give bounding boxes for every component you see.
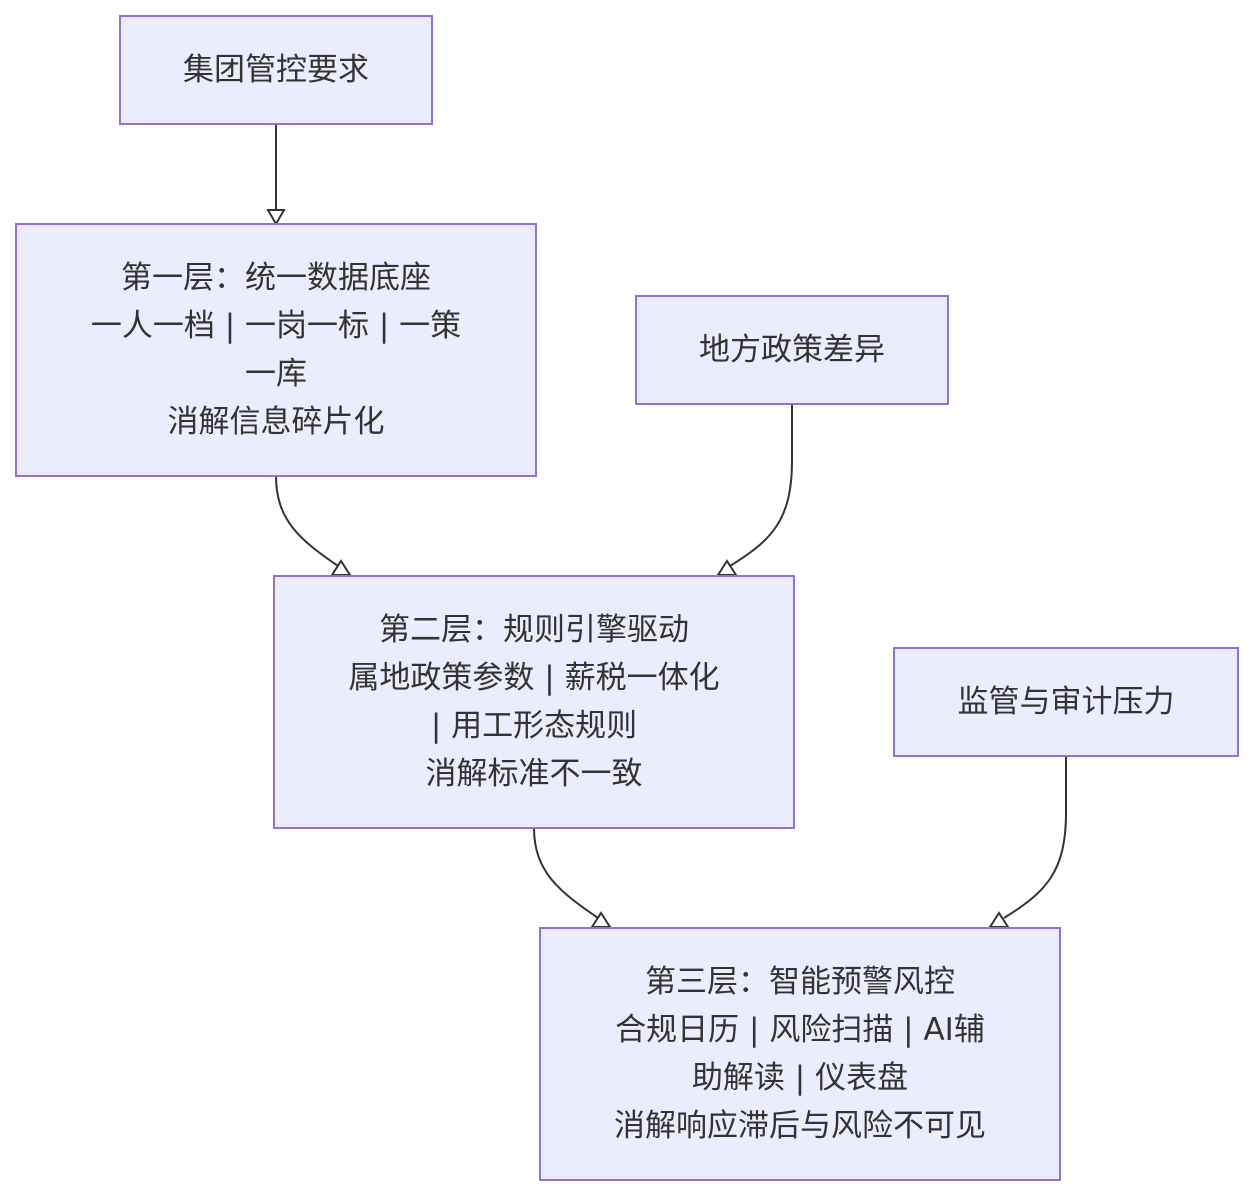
node-label: 监管与审计压力 xyxy=(957,684,1175,720)
node-group-control-requirements: 集团管控要求 xyxy=(119,15,433,125)
node-detail: | 用工形态规则 xyxy=(430,708,638,744)
edge-group-control-to-layer1 xyxy=(266,124,286,227)
edge-local-policy-to-layer2 xyxy=(716,404,793,576)
node-outcome: 消解信息碎片化 xyxy=(167,404,385,440)
node-detail: 一人一档 | 一岗一标 | 一策 xyxy=(90,308,462,344)
node-title: 第二层：规则引擎驱动 xyxy=(379,612,689,648)
node-label: 集团管控要求 xyxy=(183,52,369,88)
node-regulatory-audit-pressure: 监管与审计压力 xyxy=(893,647,1239,757)
node-title: 第三层：智能预警风控 xyxy=(645,964,955,1000)
node-detail: 助解读 | 仪表盘 xyxy=(691,1060,909,1096)
node-layer3-smart-risk-warning: 第三层：智能预警风控 合规日历 | 风险扫描 | AI辅 助解读 | 仪表盘 消… xyxy=(539,927,1061,1181)
node-title: 第一层：统一数据底座 xyxy=(121,260,431,296)
edge-layer2-to-layer3 xyxy=(533,827,612,928)
node-local-policy-differences: 地方政策差异 xyxy=(635,295,949,405)
edge-regulation-to-layer3 xyxy=(988,756,1067,928)
node-detail: 属地政策参数 | 薪税一体化 xyxy=(348,660,720,696)
node-detail: 合规日历 | 风险扫描 | AI辅 xyxy=(615,1012,985,1048)
node-detail: 一库 xyxy=(245,356,307,392)
node-label: 地方政策差异 xyxy=(699,332,885,368)
edge-layer1-to-layer2 xyxy=(275,475,352,576)
node-outcome: 消解响应滞后与风险不可见 xyxy=(614,1108,986,1144)
node-outcome: 消解标准不一致 xyxy=(425,756,643,792)
node-layer1-unified-data-foundation: 第一层：统一数据底座 一人一档 | 一岗一标 | 一策 一库 消解信息碎片化 xyxy=(15,223,537,477)
node-layer2-rule-engine: 第二层：规则引擎驱动 属地政策参数 | 薪税一体化 | 用工形态规则 消解标准不… xyxy=(273,575,795,829)
